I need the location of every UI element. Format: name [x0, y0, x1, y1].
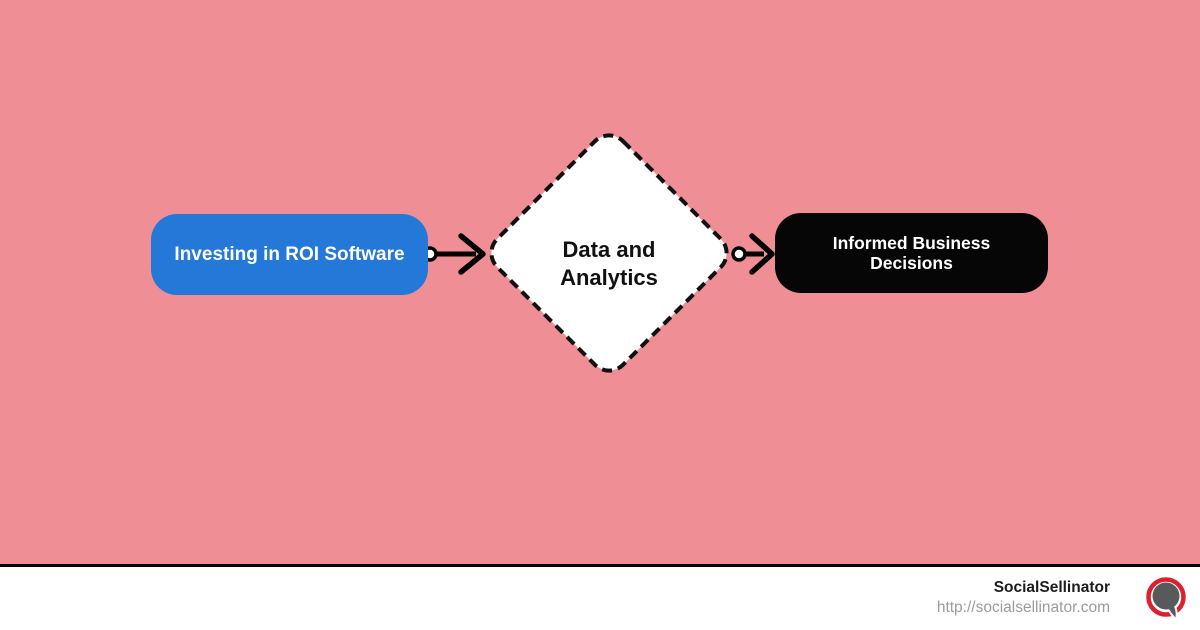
- node-informed-business-decisions: Informed Business Decisions: [775, 213, 1048, 293]
- brand-url: http://socialsellinator.com: [936, 599, 1110, 616]
- connector-start-dot: [731, 246, 747, 262]
- node-investing-roi-software: Investing in ROI Software: [151, 214, 428, 295]
- diamond-shape: [489, 133, 729, 373]
- logo-ring: [1146, 576, 1186, 617]
- socialsellinator-logo-icon: [1146, 576, 1186, 619]
- node-label: Data and Analytics: [560, 237, 658, 290]
- footer-attribution: SocialSellinator http://socialsellinator…: [937, 579, 1110, 617]
- node-label: Informed Business Decisions: [832, 232, 991, 273]
- arrowhead-icon: [458, 233, 486, 275]
- footer-bar: SocialSellinator http://socialsellinator…: [0, 564, 1200, 630]
- arrowhead-icon: [749, 233, 775, 275]
- node-label: Investing in ROI Software: [174, 243, 405, 265]
- brand-name: SocialSellinator: [993, 579, 1110, 597]
- logo-bubble: [1152, 582, 1180, 609]
- node-data-and-analytics: Data and Analytics: [520, 164, 698, 342]
